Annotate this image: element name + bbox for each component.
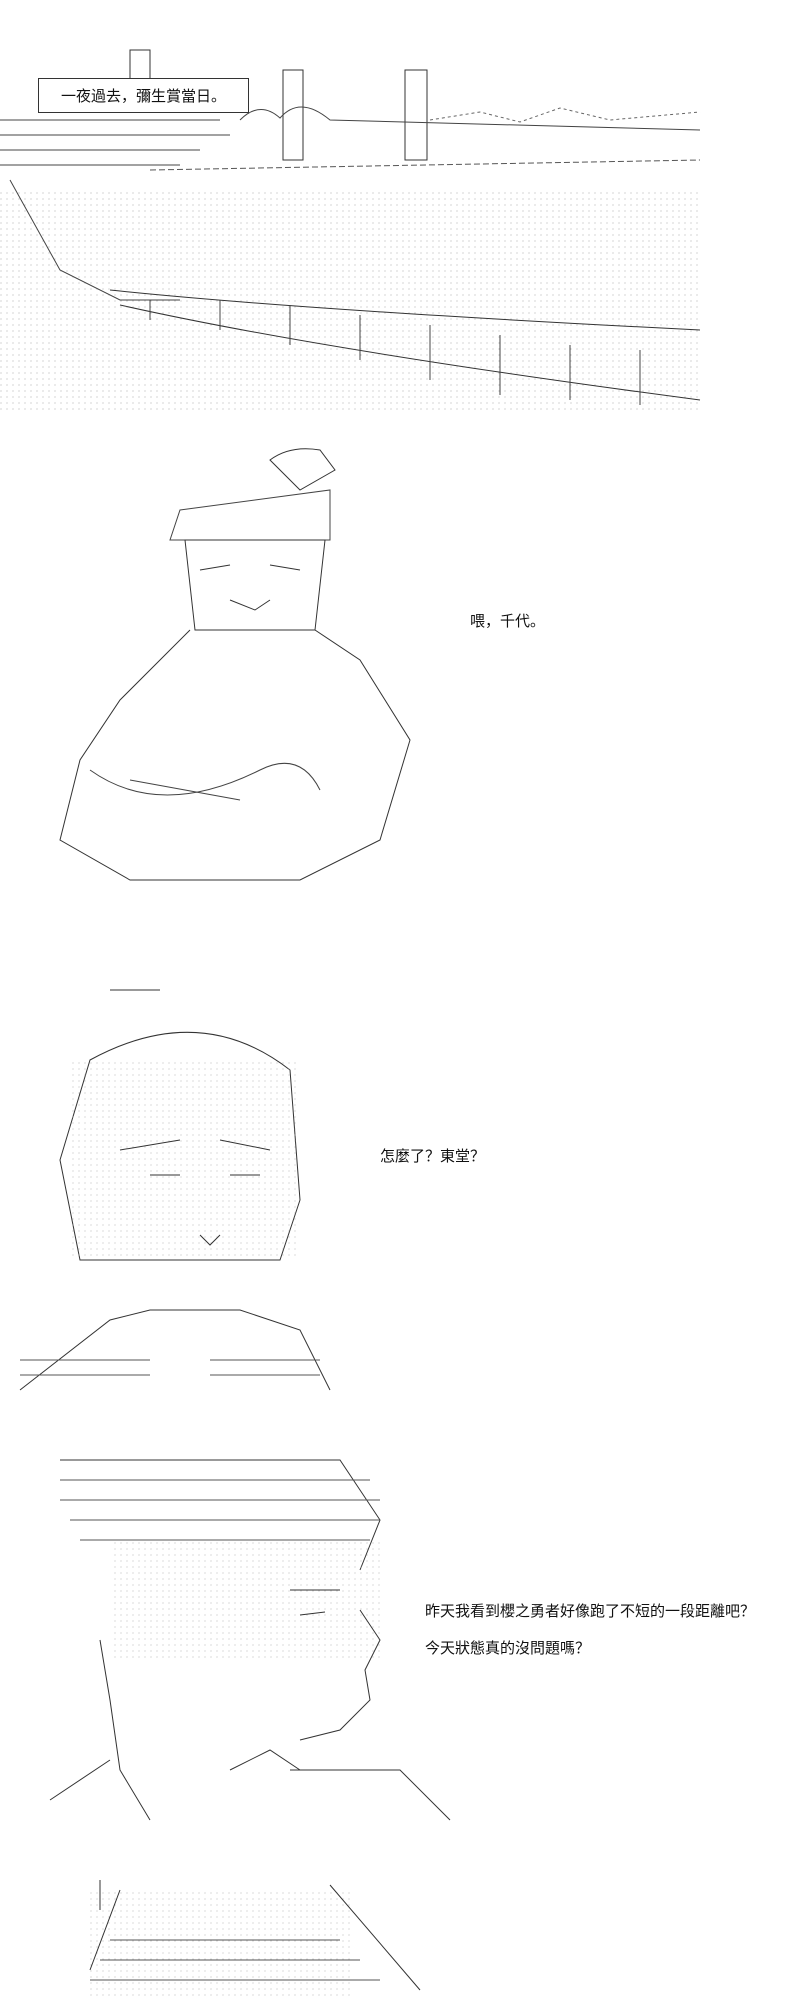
character-1-ascii-art (59, 448, 411, 881)
dialogue-line-3: 昨天我看到櫻之勇者好像跑了不短的一段距離吧？ (425, 1602, 756, 1620)
panel-racecourse: 一夜過去，彌生賞當日。 (0, 0, 798, 420)
character-3-ascii-art (49, 1459, 451, 1821)
panel-character-4-partial (0, 1880, 798, 2000)
character-2-ascii-art (19, 989, 331, 1391)
panel-character-2: 怎麼了？東堂？ (0, 960, 798, 1420)
narration-caption-text: 一夜過去，彌生賞當日。 (61, 87, 227, 105)
racecourse-ascii-art (0, 49, 701, 410)
dialogue-line-4: 今天狀態真的沒問題嗎？ (425, 1639, 591, 1657)
panel-character-1: 喂，千代。 (0, 440, 798, 920)
narration-caption-box: 一夜過去，彌生賞當日。 (38, 78, 250, 113)
character-4-ascii-art (89, 1880, 421, 2000)
panel-character-3: 昨天我看到櫻之勇者好像跑了不短的一段距離吧？ 今天狀態真的沒問題嗎？ (0, 1440, 798, 1840)
dialogue-line-1: 喂，千代。 (470, 612, 546, 630)
dialogue-line-2: 怎麼了？東堂？ (380, 1147, 486, 1165)
